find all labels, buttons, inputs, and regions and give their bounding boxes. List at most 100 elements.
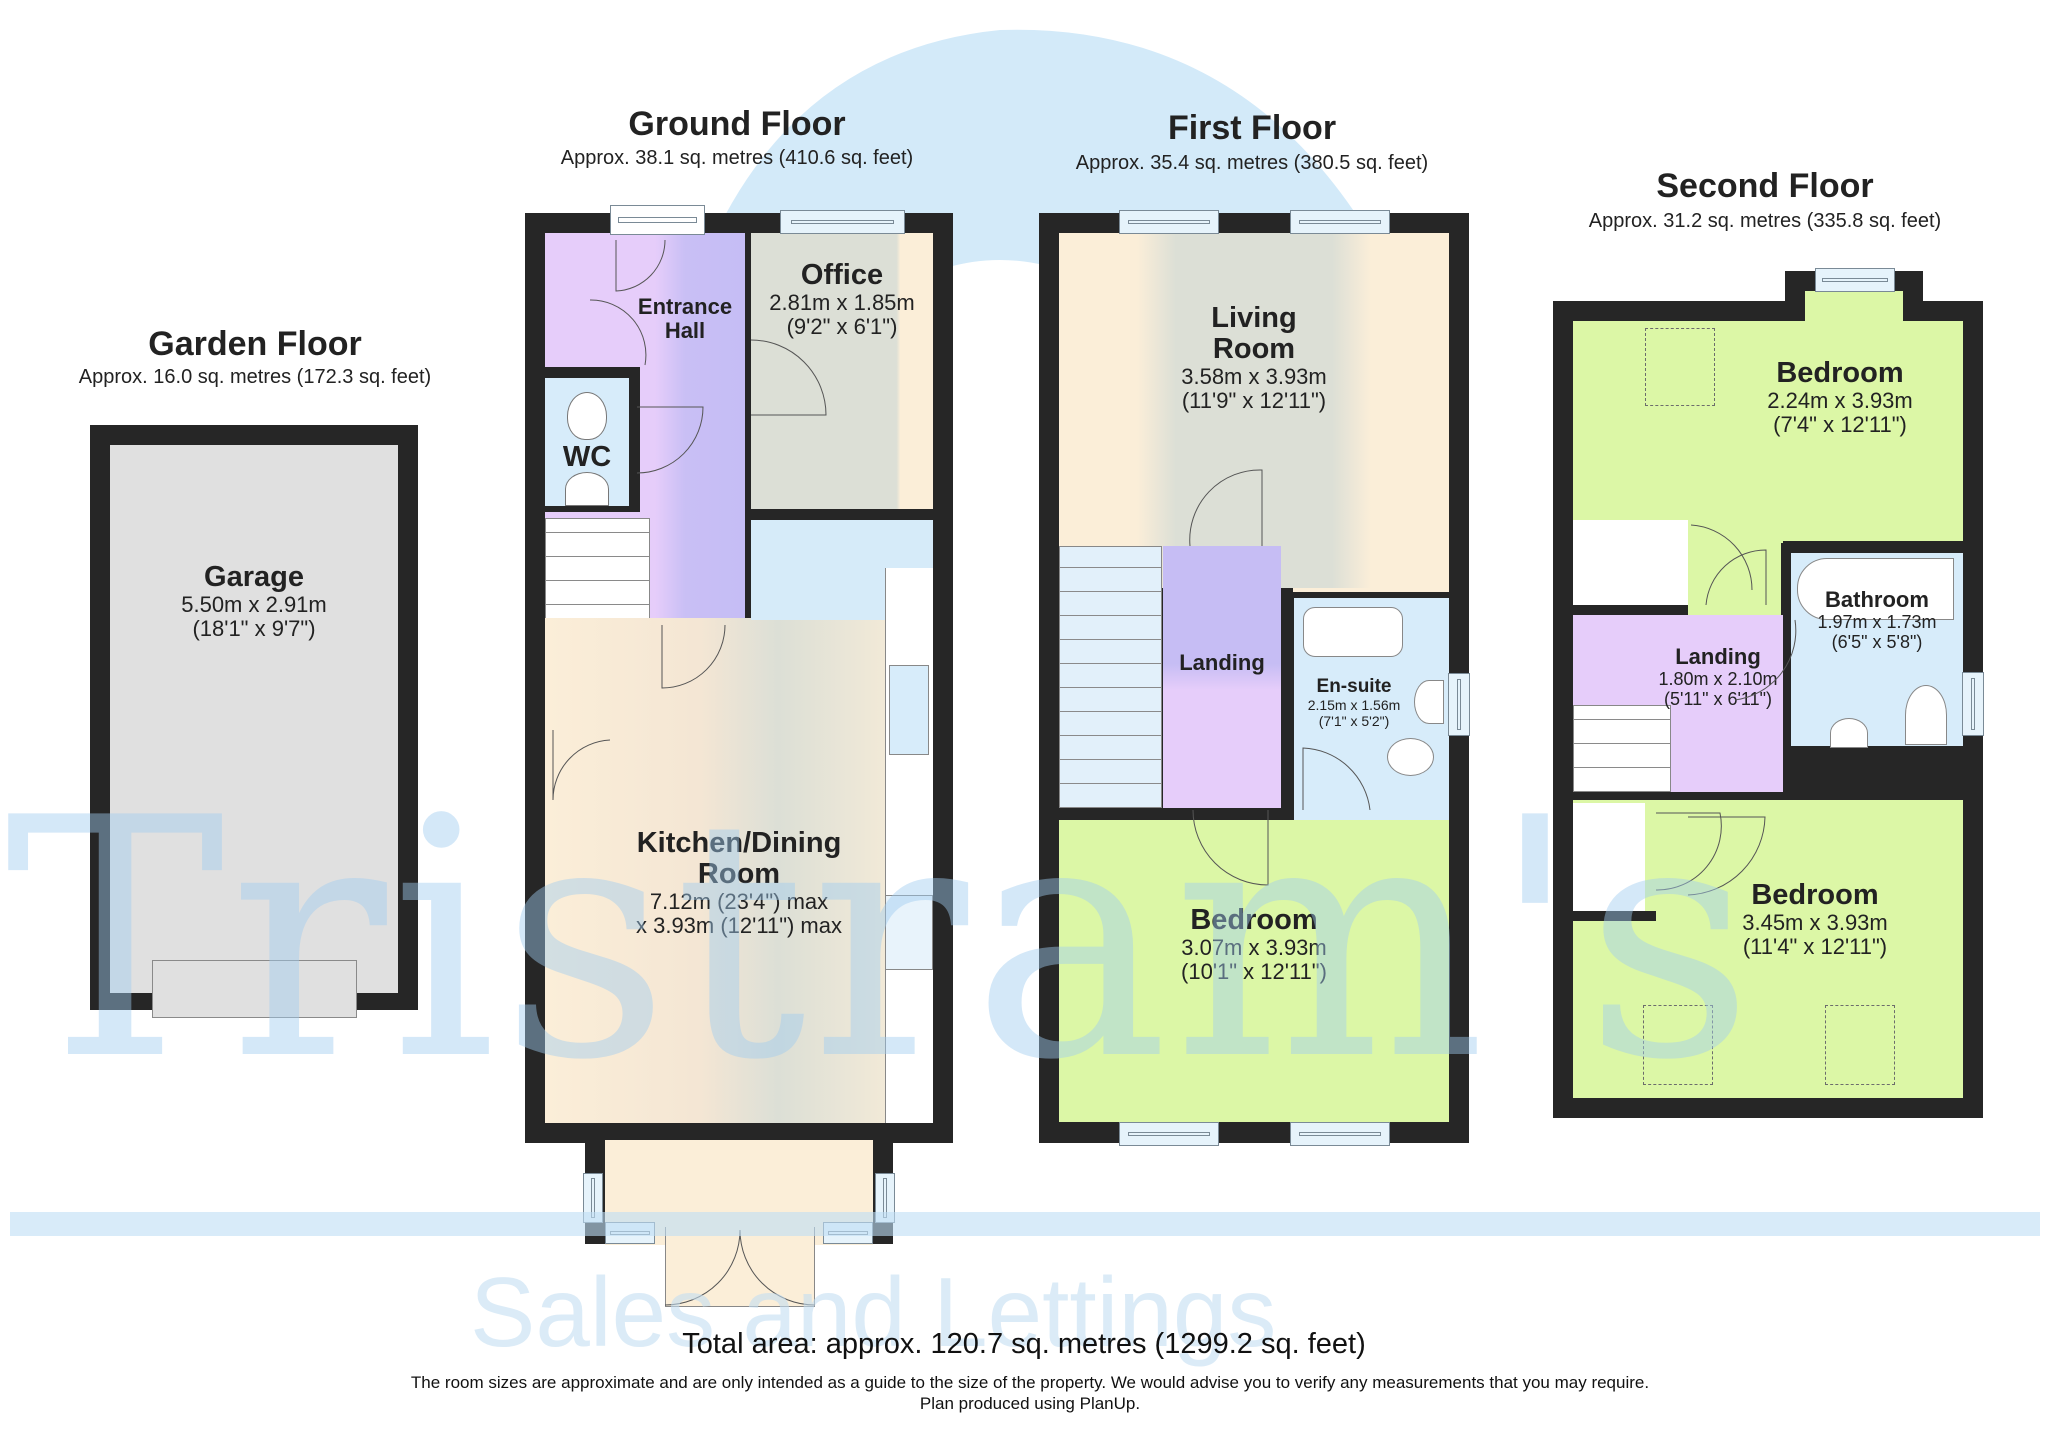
room-dims-imperial: (11'9" x 12'11") xyxy=(1181,388,1327,413)
garage-room xyxy=(110,445,398,993)
room-name: Garage xyxy=(204,561,304,593)
skylight-bottom-right xyxy=(1825,1005,1895,1085)
bathroom-basin-icon xyxy=(1830,718,1868,748)
watermark-underline xyxy=(10,1212,2040,1236)
bedroom-window-right xyxy=(1290,1122,1390,1146)
sink-icon xyxy=(889,665,929,755)
room-name: En-suite xyxy=(1316,676,1392,697)
hob-icon xyxy=(885,895,933,970)
second-floor-title: Second Floor xyxy=(1656,167,1874,205)
living-room-label: Living Room 3.58m x 3.93m (11'9" x 12'11… xyxy=(1059,303,1449,413)
room-name: Landing xyxy=(1675,644,1761,669)
bathroom-window xyxy=(1962,672,1984,736)
room-name: Office xyxy=(800,259,884,291)
cupboard-bottom xyxy=(1573,803,1645,911)
bay-window-left-front xyxy=(605,1222,655,1244)
dormer-window xyxy=(1815,268,1895,292)
kitchen-counter xyxy=(885,568,933,1123)
room-name-line1: Entrance xyxy=(637,294,733,319)
room-name: Bathroom xyxy=(1825,587,1929,612)
bedroom-window-left xyxy=(1119,1122,1219,1146)
kitchen-label: Kitchen/Dining Room 7.12m (23'4") max x … xyxy=(545,828,933,938)
room-dims-imperial: (18'1" x 9'7") xyxy=(192,616,316,641)
bay-window-left xyxy=(583,1173,603,1223)
landing-gap xyxy=(1688,520,1783,616)
toilet-icon xyxy=(567,392,607,440)
second-stairs[interactable] xyxy=(1573,705,1671,792)
room-dims: 2.24m x 3.93m xyxy=(1767,388,1913,413)
room-dims-imperial: x 3.93m (12'11") max xyxy=(635,913,842,938)
bath-icon xyxy=(1797,558,1954,620)
ground-floor-area: Approx. 38.1 sq. metres (410.6 sq. feet) xyxy=(560,147,914,169)
bathroom-toilet-icon xyxy=(1905,685,1947,745)
garage-door[interactable] xyxy=(152,960,357,1018)
room-name-line2: Room xyxy=(697,858,781,890)
room-dims: 2.81m x 1.85m xyxy=(769,290,915,315)
room-dims: 3.45m x 3.93m xyxy=(1742,910,1888,935)
en-suite-basin-icon xyxy=(1414,680,1444,724)
room-dims-imperial: (7'1" x 5'2") xyxy=(1318,713,1390,729)
living-room-ext xyxy=(1293,588,1449,592)
cupboard-top xyxy=(1573,520,1688,605)
garden-floor-title: Garden Floor xyxy=(148,325,362,363)
second-bedroom-bottom-label: Bedroom 3.45m x 3.93m (11'4" x 12'11") xyxy=(1700,880,1930,959)
room-name-line2: Room xyxy=(1212,333,1296,365)
office-window xyxy=(780,210,905,234)
first-floor-title: First Floor xyxy=(1167,109,1337,147)
room-dims-imperial: (10'1" x 12'11") xyxy=(1181,959,1327,984)
room-name-line2: Hall xyxy=(664,318,706,343)
skylight-bottom-left xyxy=(1643,1005,1713,1085)
shower-tray-icon xyxy=(1303,607,1403,657)
skylight-top xyxy=(1645,328,1715,406)
garage-label: Garage 5.50m x 2.91m (18'1" x 9'7") xyxy=(110,562,398,641)
front-door[interactable] xyxy=(610,205,705,235)
room-dims-imperial: (6'5" x 5'8") xyxy=(1831,632,1923,652)
first-landing-room xyxy=(1163,546,1281,808)
room-dims: 3.58m x 3.93m xyxy=(1181,364,1327,389)
second-bedroom-dormer xyxy=(1805,291,1903,323)
room-name: Bedroom xyxy=(1190,904,1318,936)
room-name: Landing xyxy=(1179,650,1265,675)
room-dims-imperial: (9'2" x 6'1") xyxy=(786,314,898,339)
total-area: Total area: approx. 120.7 sq. metres (12… xyxy=(682,1328,1366,1360)
first-stairs[interactable] xyxy=(1059,546,1162,808)
room-name-line1: Living xyxy=(1211,302,1297,334)
en-suite-label: En-suite 2.15m x 1.56m (7'1" x 5'2") xyxy=(1294,676,1414,729)
second-bedroom-top-label: Bedroom 2.24m x 3.93m (7'4" x 12'11") xyxy=(1730,358,1950,437)
living-window-left xyxy=(1119,210,1219,234)
bay-window-right xyxy=(875,1173,895,1223)
room-dims-imperial: (7'4" x 12'11") xyxy=(1773,412,1907,437)
footer-notes: The room sizes are approximate and are o… xyxy=(340,1372,1720,1414)
room-dims: 3.07m x 3.93m xyxy=(1181,935,1327,960)
french-doors[interactable] xyxy=(665,1227,815,1307)
en-suite-window xyxy=(1448,673,1470,736)
room-name: Bedroom xyxy=(1751,879,1879,911)
en-suite-toilet-icon xyxy=(1387,738,1434,776)
room-name: Bedroom xyxy=(1776,357,1904,389)
second-landing-label: Landing 1.80m x 2.10m (5'11" x 6'11") xyxy=(1648,644,1788,710)
cupboard-bottom-wall xyxy=(1573,911,1656,921)
ground-floor-title: Ground Floor xyxy=(628,105,846,143)
bathroom-label: Bathroom 1.97m x 1.73m (6'5" x 5'8") xyxy=(1791,587,1963,653)
room-dims-imperial: (11'4" x 12'11") xyxy=(1742,934,1888,959)
room-dims: 5.50m x 2.91m xyxy=(181,592,327,617)
second-floor-area: Approx. 31.2 sq. metres (335.8 sq. feet) xyxy=(1588,210,1942,232)
room-dims-imperial: (5'11" x 6'11") xyxy=(1663,689,1773,709)
room-name-line1: Kitchen/Dining xyxy=(636,827,842,859)
room-name: WC xyxy=(562,441,612,473)
bay-window-right-front xyxy=(823,1222,873,1244)
first-landing-label: Landing xyxy=(1163,651,1281,675)
disclaimer: The room sizes are approximate and are o… xyxy=(410,1373,1650,1392)
room-dims: 7.12m (23'4") max xyxy=(649,889,829,914)
basin-icon xyxy=(565,472,609,506)
first-floor-area: Approx. 35.4 sq. metres (380.5 sq. feet) xyxy=(1075,152,1429,174)
room-dims: 2.15m x 1.56m xyxy=(1307,697,1401,713)
room-dims: 1.97m x 1.73m xyxy=(1817,612,1937,632)
kitchen-dining-room xyxy=(545,618,933,1123)
room-dims: 1.80m x 2.10m xyxy=(1658,669,1778,689)
office-label: Office 2.81m x 1.85m (9'2" x 6'1") xyxy=(751,260,933,339)
first-bedroom-label: Bedroom 3.07m x 3.93m (10'1" x 12'11") xyxy=(1059,905,1449,984)
second-bedroom-top-room xyxy=(1573,321,1963,541)
entrance-hall-label: Entrance Hall xyxy=(625,295,745,343)
credit: Plan produced using PlanUp. xyxy=(919,1394,1141,1413)
